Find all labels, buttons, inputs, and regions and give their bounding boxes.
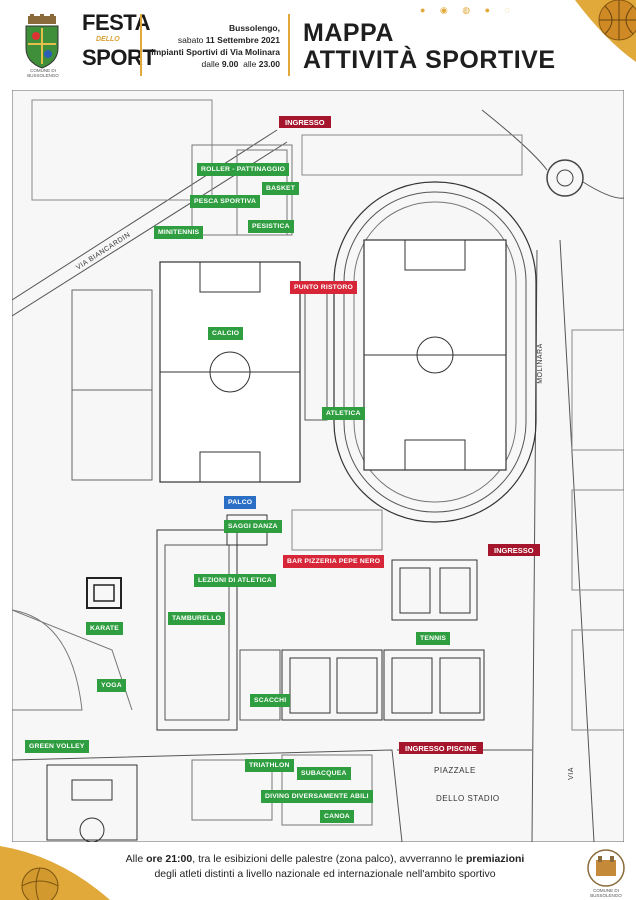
entrance-right: INGRESSO xyxy=(488,544,540,556)
label-tamburello[interactable]: TAMBURELLO xyxy=(168,605,226,627)
footer-awards: premiazioni xyxy=(465,853,525,865)
road-label-via: VIA xyxy=(567,767,575,780)
site-map: VIA BIANCARDIN MOLINARA VIA PIAZZALE DEL… xyxy=(12,90,624,842)
footer-p1: Alle xyxy=(125,853,147,865)
event-info: Bussolengo, sabato 11 Settembre 2021 Imp… xyxy=(146,22,280,70)
label-tennis[interactable]: TENNIS xyxy=(416,630,451,652)
label-karate[interactable]: KARATE xyxy=(86,620,124,642)
label-triathlon[interactable]: TRIATHLON xyxy=(245,752,294,774)
city: Bussolengo, xyxy=(228,23,280,33)
entrance-top: INGRESSO xyxy=(279,116,331,128)
title-line1: MAPPA xyxy=(303,19,394,47)
divider xyxy=(140,14,142,76)
label-pesca-sportiva[interactable]: PESCA SPORTIVA xyxy=(190,188,261,210)
entrance-pools: INGRESSO PISCINE xyxy=(399,742,483,754)
basketball-icon xyxy=(575,0,636,62)
label-yoga[interactable]: YOGA xyxy=(97,672,126,694)
date-prefix: sabato xyxy=(177,35,204,45)
page-title: MAPPA ATTIVITÀ SPORTIVE xyxy=(303,20,556,74)
venue: Impianti Sportivi di Via Molinara xyxy=(151,47,280,57)
label-diving[interactable]: DIVING DIVERSAMENTE ABILI xyxy=(261,783,373,805)
title-line2: ATTIVITÀ SPORTIVE xyxy=(303,46,556,74)
footer-logo-caption: COMUNE DI BUSSOLENGO xyxy=(590,888,622,898)
hours-to-label: alle xyxy=(243,59,257,69)
map-drawing xyxy=(12,90,624,842)
label-lezioni-atletica[interactable]: LEZIONI DI ATLETICA xyxy=(194,567,277,589)
label-subacquea[interactable]: SUBACQUEA xyxy=(297,760,351,782)
event-date: 11 Settembre 2021 xyxy=(205,35,280,45)
footer-p2: , tra le esibizioni delle palestre (zona… xyxy=(192,853,466,865)
piazzale-line1: PIAZZALE xyxy=(434,766,476,775)
footer-note: Alle ore 21:00, tra le esibizioni delle … xyxy=(110,852,540,882)
label-roller[interactable]: ROLLER - PATTINAGGIO xyxy=(197,156,290,178)
town-logo-icon xyxy=(587,849,625,887)
label-palco[interactable]: PALCO xyxy=(224,489,257,511)
coat-of-arms-icon xyxy=(25,14,59,69)
label-scacchi[interactable]: SCACCHI xyxy=(250,687,291,709)
label-minitennis[interactable]: MINITENNIS xyxy=(154,219,204,241)
label-saggi-danza[interactable]: SAGGI DANZA xyxy=(224,518,282,540)
footer-line2: degli atleti distinti a livello nazional… xyxy=(154,868,496,880)
label-bar-pizzeria[interactable]: BAR PIZZERIA PEPE NERO xyxy=(283,548,385,570)
label-canoa[interactable]: CANOA xyxy=(320,808,354,830)
divider xyxy=(288,14,290,76)
header: COMUNE DI BUSSOLENGO FESTA DELLO SPORT B… xyxy=(0,0,636,86)
volleyball-icon xyxy=(0,846,110,900)
piazzale-line2: DELLO STADIO xyxy=(436,794,500,803)
footer: Alle ore 21:00, tra le esibizioni delle … xyxy=(0,846,636,900)
label-atletica[interactable]: ATLETICA xyxy=(322,400,365,422)
hours-from-label: dalle xyxy=(201,59,220,69)
hours-from: 9.00 xyxy=(221,59,239,69)
footer-time: ore 21:00 xyxy=(146,853,193,865)
logo-festa: FESTA xyxy=(82,10,150,35)
road-label-molinara: MOLINARA xyxy=(536,343,544,384)
label-pesistica[interactable]: PESISTICA xyxy=(248,213,294,235)
logo-sport: SPORT xyxy=(82,45,156,70)
label-calcio[interactable]: CALCIO xyxy=(208,320,244,342)
logo-dello: DELLO xyxy=(96,36,120,43)
crest-caption: COMUNE DI BUSSOLENGO xyxy=(27,68,59,78)
label-green-volley[interactable]: GREEN VOLLEY xyxy=(25,733,89,755)
label-punto-ristoro[interactable]: PUNTO RISTORO xyxy=(290,274,357,296)
sport-balls-icons: ● ◉ ◍ ● ◌ xyxy=(420,5,516,15)
label-basket[interactable]: BASKET xyxy=(262,180,300,202)
hours-to: 23.00 xyxy=(258,59,280,69)
